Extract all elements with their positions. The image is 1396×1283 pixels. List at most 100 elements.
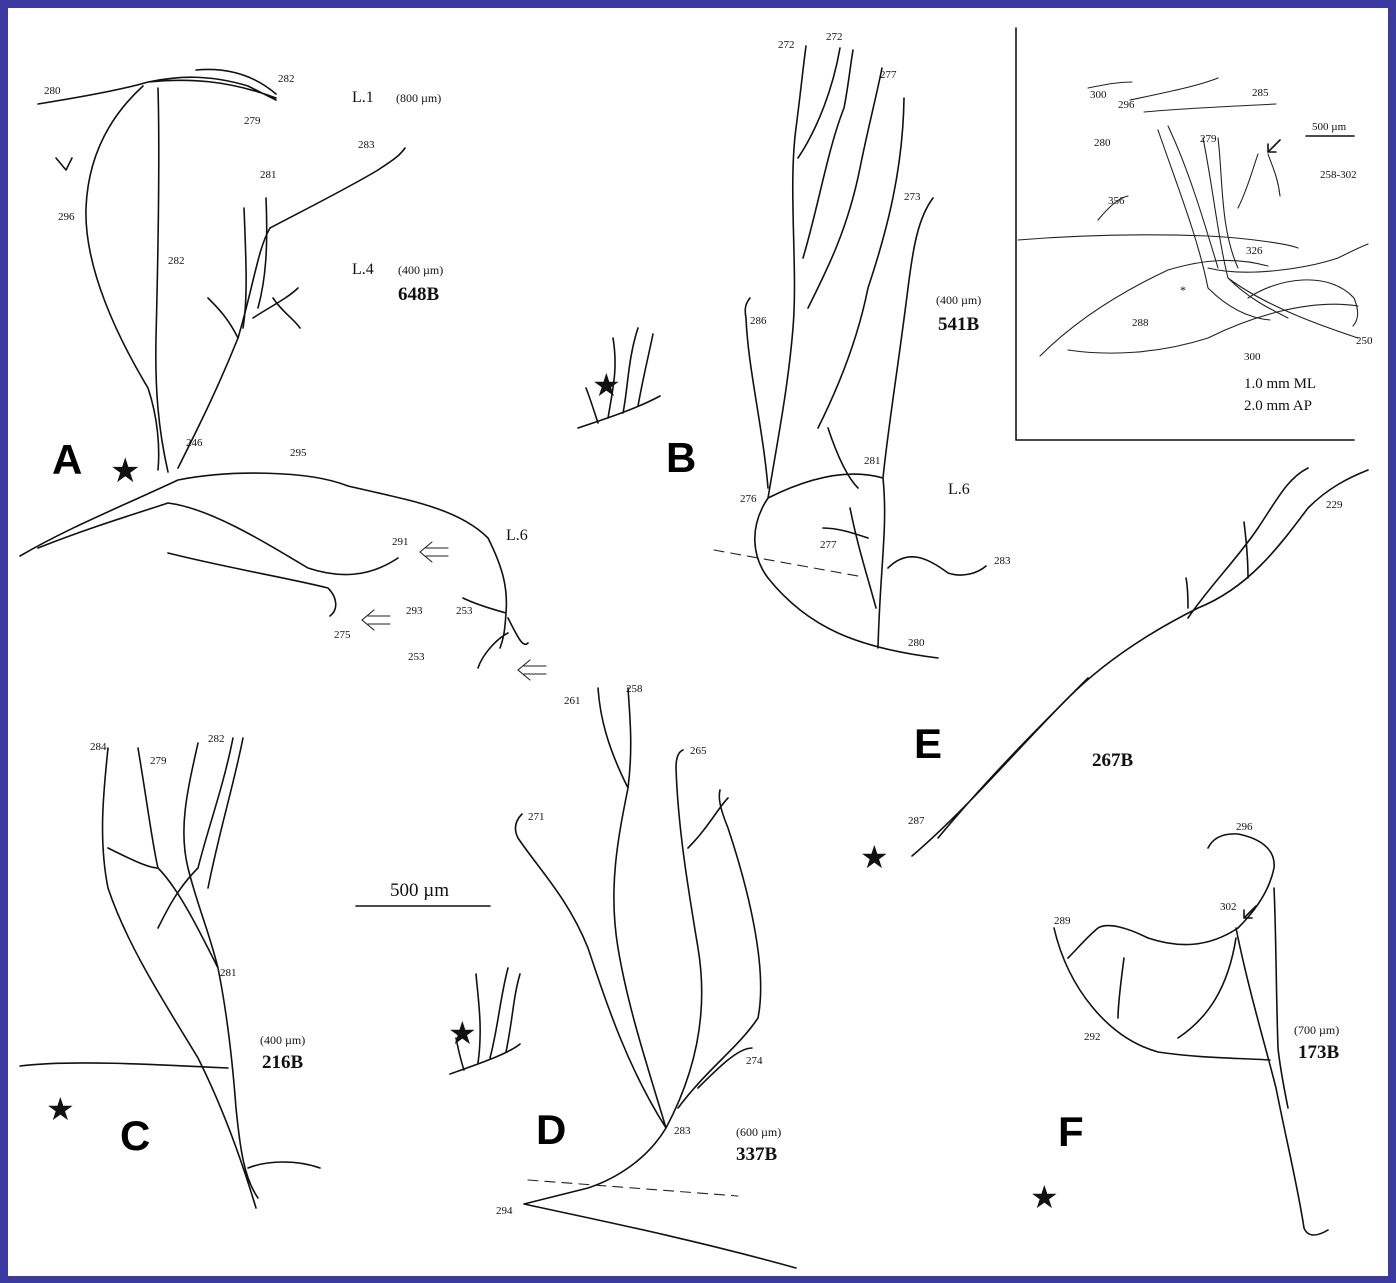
panel-a-label: 282 <box>168 255 185 267</box>
panel-c-depth: (400 µm) <box>260 1033 305 1047</box>
panel-b-label: 277 <box>820 539 837 551</box>
panel-a-axon-296 <box>86 86 159 470</box>
panel-letter-b: B <box>666 434 696 481</box>
panel-a-axon-283 <box>178 148 405 468</box>
panel-d-label: 294 <box>496 1205 513 1217</box>
panel-letter-f: F <box>1058 1108 1084 1155</box>
panel-a-label: 280 <box>44 85 61 97</box>
inset-label: 288 <box>1132 317 1149 329</box>
panel-b-label: 280 <box>908 637 925 649</box>
panel-f: 296 302 289 292 (700 µm) 173B F ★ <box>1030 821 1340 1235</box>
inset-arrow-icon <box>1268 140 1280 152</box>
main-scale-bar: 500 µm <box>356 880 490 906</box>
inset-label: 285 <box>1252 87 1269 99</box>
panel-a-label: 283 <box>358 139 375 151</box>
layer-label-l1: L.1 <box>352 89 374 106</box>
panel-c-label: 282 <box>208 733 225 745</box>
inset-soma-dot: * <box>1180 283 1186 297</box>
panel-a-label: 253 <box>408 651 425 663</box>
panel-c: 284 279 282 281 (400 µm) 216B ★ C <box>20 733 320 1208</box>
panel-a-label: 246 <box>186 437 203 449</box>
panel-f-label: 302 <box>1220 901 1237 913</box>
panel-a-label: 295 <box>290 447 307 459</box>
panel-c-label: 281 <box>220 967 237 979</box>
inset-scale-label: 500 µm <box>1312 121 1347 133</box>
panel-d-boundary-dash <box>528 1180 738 1196</box>
inset-label: 280 <box>1094 137 1111 149</box>
inset-label: 326 <box>1246 245 1263 257</box>
panel-f-label: 296 <box>1236 821 1253 833</box>
panel-c-label: 279 <box>150 755 167 767</box>
inset-ap: 2.0 mm AP <box>1244 398 1312 414</box>
panel-d-label: 261 <box>564 695 581 707</box>
panel-a-label: 296 <box>58 211 75 223</box>
panel-f-label: 292 <box>1084 1031 1101 1043</box>
layer-label-l6: L.6 <box>506 527 528 544</box>
panel-b-label: 273 <box>904 191 921 203</box>
panel-d-depth: (600 µm) <box>736 1125 781 1139</box>
soma-star-icon: ★ <box>860 839 889 875</box>
panel-c-axon <box>20 738 320 1208</box>
panel-d-label: 274 <box>746 1055 763 1067</box>
panel-a-label: 293 <box>406 605 423 617</box>
inset-panel: 300 296 285 280 279 356 326 288 300 250 … <box>1016 28 1373 440</box>
layer-depth-l1: (800 µm) <box>396 91 441 105</box>
panel-b-label: 276 <box>740 493 757 505</box>
open-arrow-icon <box>420 542 448 562</box>
inset-label: 250 <box>1356 335 1373 347</box>
panel-a-arrow <box>56 158 72 170</box>
soma-star-icon: ★ <box>448 1015 477 1051</box>
inset-tracings <box>1018 78 1368 356</box>
panel-b-label: 277 <box>880 69 897 81</box>
panel-d-label: 283 <box>674 1125 691 1137</box>
soma-star-icon: ★ <box>110 453 140 490</box>
soma-star-icon: ★ <box>1030 1179 1059 1215</box>
inset-range: 258-302 <box>1320 169 1357 181</box>
panel-letter-e: E <box>914 720 942 767</box>
panel-f-depth: (700 µm) <box>1294 1023 1339 1037</box>
panel-a-label: 279 <box>244 115 261 127</box>
panel-b-label: 272 <box>778 39 795 51</box>
panel-b-label: 272 <box>826 31 843 43</box>
panel-d: 261 258 265 271 274 283 294 (600 µm) 337… <box>448 683 796 1268</box>
figure-panel: 280 282 279 283 281 296 282 246 295 291 … <box>8 8 1388 1276</box>
cell-id-648b: 648B <box>398 284 440 305</box>
inset-label: 279 <box>1200 133 1217 145</box>
cell-id-267b: 267B <box>1092 750 1134 771</box>
panel-b-axon <box>745 46 986 658</box>
panel-e-axon <box>912 468 1368 856</box>
cell-id-541b: 541B <box>938 314 980 335</box>
inset-label: 296 <box>1118 99 1135 111</box>
inset-label: 300 <box>1090 89 1107 101</box>
inset-label: 300 <box>1244 351 1261 363</box>
layer-depth-l4: (400 µm) <box>398 263 443 277</box>
panel-f-label: 289 <box>1054 915 1071 927</box>
cell-id-337b: 337B <box>736 1144 778 1165</box>
panel-letter-d: D <box>536 1106 566 1153</box>
open-arrow-icon <box>362 610 390 630</box>
layer-label-l6: L.6 <box>948 481 970 498</box>
layer-label-l4: L.4 <box>352 261 374 278</box>
panel-a-label: 253 <box>456 605 473 617</box>
panel-a-axon-282 <box>156 88 168 472</box>
panel-a-label: 291 <box>392 536 409 548</box>
inset-ml: 1.0 mm ML <box>1244 376 1316 392</box>
panel-d-axon <box>515 688 796 1268</box>
panel-e-label: 229 <box>1326 499 1343 511</box>
panel-b-label: 286 <box>750 315 767 327</box>
panel-b-boundary-dash <box>714 550 858 576</box>
panel-b-depth: (400 µm) <box>936 293 981 307</box>
inset-label: 356 <box>1108 195 1125 207</box>
panel-b: 272 272 277 273 286 276 281 277 283 280 … <box>578 31 1011 658</box>
panel-a-label: 282 <box>278 73 295 85</box>
soma-star-icon: ★ <box>592 367 621 403</box>
cell-id-173b: 173B <box>1298 1042 1340 1063</box>
panel-a-axon-top <box>38 69 276 104</box>
panel-b-label: 283 <box>994 555 1011 567</box>
panel-a-axon-l6 <box>20 473 528 668</box>
cell-id-216b: 216B <box>262 1052 304 1073</box>
neuron-tracings-figure: 280 282 279 283 281 296 282 246 295 291 … <box>8 8 1388 1276</box>
panel-e: 229 287 E 267B ★ <box>860 468 1368 875</box>
panel-letter-c: C <box>120 1112 150 1159</box>
panel-c-label: 284 <box>90 741 107 753</box>
